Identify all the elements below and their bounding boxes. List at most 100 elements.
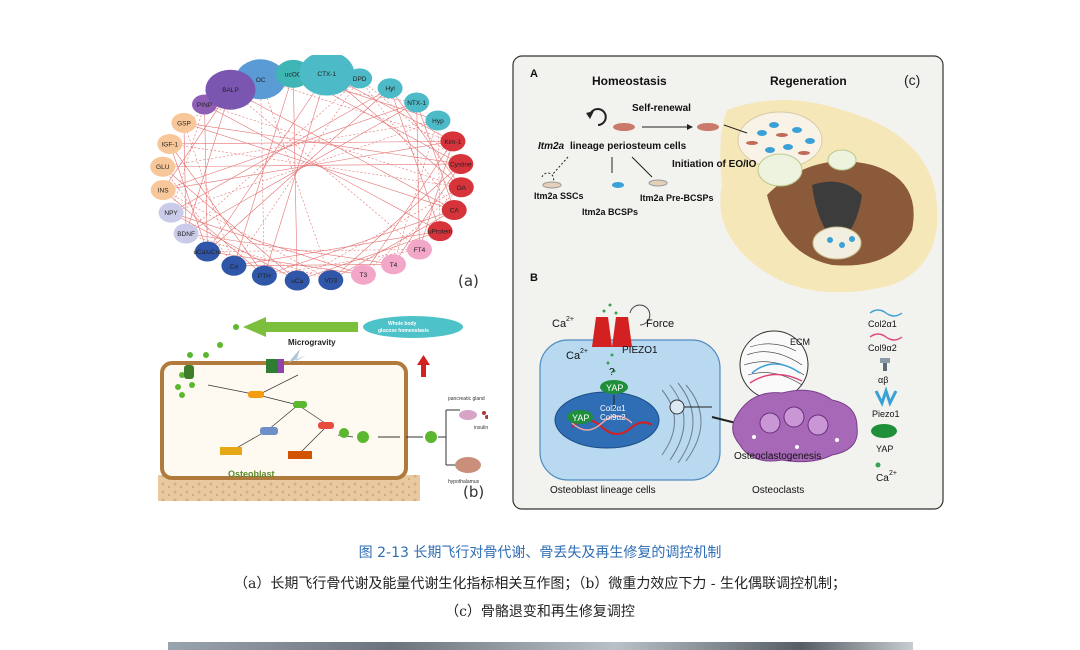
- network-edge: [393, 163, 462, 265]
- network-edge: [170, 87, 391, 213]
- network-node: VD3: [318, 270, 344, 291]
- piezo1-channel: [592, 317, 612, 347]
- svg-text:NPY: NPY: [164, 210, 178, 217]
- regeneration-diagram: A Homeostasis Regeneration (c) Self-rene…: [512, 55, 944, 510]
- pre-bcsp-label: Itm2a Pre-BCSPs: [640, 193, 714, 203]
- osteoclasts-label: Osteoclasts: [752, 485, 804, 496]
- network-edge: [419, 141, 454, 250]
- network-node: IGF-1: [157, 133, 183, 154]
- network-node: BDNF: [173, 223, 199, 244]
- ecm-label: ECM: [790, 337, 810, 347]
- green-vesicles: [175, 324, 239, 398]
- microgravity-label: Microgravity: [288, 338, 336, 347]
- svg-text:YAP: YAP: [572, 413, 589, 423]
- svg-text:DPD: DPD: [353, 76, 367, 83]
- network-node: OA: [448, 177, 474, 198]
- svg-text:αβ: αβ: [878, 375, 888, 385]
- network-edge: [204, 104, 462, 188]
- figure-caption: 图 2-13 长期飞行对骨代谢、骨丢失及再生修复的调控机制: [358, 545, 722, 561]
- insulin-label: insulin: [474, 425, 488, 431]
- svg-text:T4: T4: [390, 262, 398, 269]
- network-edge: [162, 163, 461, 168]
- svg-text:BDNF: BDNF: [177, 231, 195, 238]
- network-edge: [185, 78, 360, 234]
- network-edge: [169, 143, 462, 188]
- network-edge: [330, 209, 455, 281]
- svg-text:IGF-1: IGF-1: [161, 141, 178, 148]
- network-edge: [169, 141, 453, 145]
- network-node: NPY: [158, 202, 184, 223]
- svg-text:BALP: BALP: [222, 87, 239, 94]
- network-edge: [207, 87, 391, 252]
- network-node: T4: [380, 254, 406, 275]
- svg-text:Ca: Ca: [230, 263, 239, 270]
- svg-text:YAP: YAP: [606, 383, 623, 393]
- network-edge: [230, 89, 420, 250]
- network-node: Hyl: [377, 78, 403, 99]
- pancreas-icon: [459, 410, 477, 420]
- piezo1-legend-icon: [874, 386, 898, 407]
- svg-text:Piezo1: Piezo1: [872, 409, 900, 419]
- network-node: CA: [441, 200, 467, 221]
- svg-text:GSP: GSP: [177, 120, 191, 127]
- network-edge: [363, 141, 454, 275]
- network-edge: [330, 163, 462, 281]
- network-edge: [185, 233, 331, 281]
- network-node: Ca: [221, 255, 247, 276]
- network-edge: [170, 212, 298, 281]
- svg-text:OC: OC: [256, 77, 266, 84]
- periosteum-cell: [613, 123, 635, 131]
- force-label: Force: [646, 318, 674, 330]
- calcium-inner-label: Ca: [566, 350, 581, 362]
- network-edge: [292, 73, 298, 281]
- network-edge: [204, 104, 441, 232]
- network-edge: [207, 251, 364, 275]
- network-edge: [297, 230, 441, 281]
- svg-text:2+: 2+: [889, 470, 897, 477]
- svg-text:Cystine: Cystine: [450, 161, 472, 168]
- network-edge: [363, 187, 462, 275]
- calcium-label: Ca: [552, 318, 567, 330]
- ssc-label: Itm2a SSCs: [534, 191, 584, 201]
- svg-text:PTH: PTH: [258, 273, 271, 280]
- network-edge: [162, 189, 265, 276]
- col2-gene-label: Col2α1: [600, 404, 626, 413]
- homeostasis-title: Homeostasis: [592, 74, 667, 88]
- svg-text:Col2α1: Col2α1: [868, 319, 897, 329]
- svg-text:ucOC: ucOC: [285, 71, 302, 78]
- network-node: PTH: [251, 265, 277, 286]
- network-edge: [264, 73, 328, 276]
- mechanism-diagram: Osteoblast Microgravity Whole body gluco…: [158, 316, 489, 501]
- calcium-legend-icon: [875, 462, 881, 468]
- section-a-label: A: [530, 68, 538, 80]
- lineage-label: lineage periosteum cells: [570, 141, 687, 152]
- network-edge: [233, 73, 294, 266]
- next-figure-edge: [168, 642, 913, 650]
- brain-icon: [455, 457, 481, 473]
- svg-text:VD3: VD3: [324, 278, 337, 285]
- caption-line-1: （a）长期飞行骨代谢及能量代谢生化指标相关互作图；（b）微重力效应下力 - 生化…: [234, 576, 846, 592]
- network-edge: [260, 79, 265, 276]
- yap-cytoplasm: [600, 380, 628, 394]
- network-edge: [162, 120, 438, 168]
- network-edge: [416, 102, 455, 211]
- network-node: Hyp: [425, 110, 451, 131]
- svg-text:Hyl: Hyl: [385, 86, 395, 93]
- svg-text:OA: OA: [457, 185, 467, 192]
- svg-text:CTX-1: CTX-1: [317, 71, 336, 78]
- caption-line-2: （c）骨骼退变和再生修复调控: [445, 604, 635, 620]
- microgravity-figure: Osteoblast Microgravity Whole body gluco…: [148, 305, 489, 505]
- pathway-nodes: [220, 391, 369, 459]
- panel-a-tag: (a): [458, 272, 479, 290]
- network-edge: [233, 264, 394, 267]
- network-node: uCa/uCre: [193, 241, 222, 262]
- network-node: uCa: [284, 270, 310, 291]
- regeneration-title: Regeneration: [770, 74, 847, 88]
- network-node: CTX-1: [299, 51, 355, 96]
- svg-text:Col9α2: Col9α2: [868, 343, 897, 353]
- network-node: GLU: [150, 156, 176, 177]
- legend: Col2α1 Col9α2 αβ Piezo1 YAP Ca 2+: [868, 309, 903, 484]
- network-edge: [437, 120, 441, 232]
